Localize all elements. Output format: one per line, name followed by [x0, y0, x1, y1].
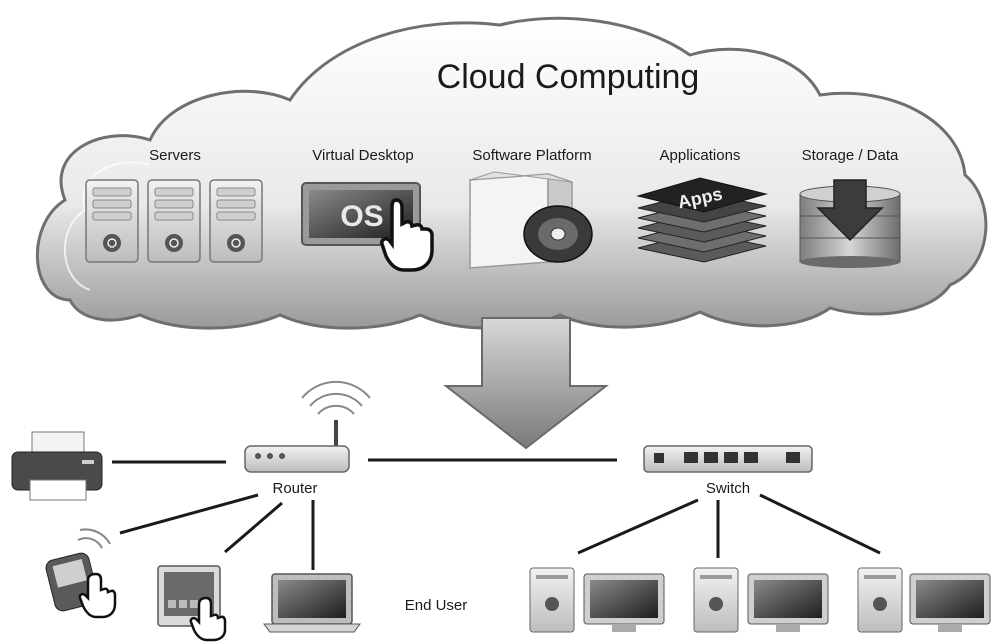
- service-label-applications: Applications: [660, 147, 741, 164]
- network-links: [112, 458, 881, 570]
- disc-icon: [523, 205, 593, 263]
- printer-icon: [11, 431, 103, 501]
- router-icon: [244, 381, 371, 473]
- diagram-title: Cloud Computing: [437, 58, 700, 96]
- service-label-software-platform: Software Platform: [472, 147, 591, 164]
- service-label-virtual-desktop: Virtual Desktop: [312, 147, 413, 164]
- desktop-computer-icon: [529, 567, 665, 633]
- desktop-computer-icon: [693, 567, 829, 633]
- router-label: Router: [272, 480, 317, 497]
- smartphone-icon: [45, 528, 117, 619]
- os-badge: OS: [340, 200, 383, 233]
- laptop-icon: [263, 573, 361, 633]
- download-arrow-icon: [816, 179, 884, 242]
- apps-stack-icon: Apps: [636, 177, 768, 263]
- end-user-label: End User: [405, 597, 468, 614]
- switch-icon: [643, 445, 813, 473]
- server-rack-icon: [85, 179, 263, 263]
- tablet-icon: [157, 565, 227, 642]
- switch-label: Switch: [706, 480, 750, 497]
- desktop-computer-icon: [857, 567, 991, 633]
- service-label-servers: Servers: [149, 147, 201, 164]
- service-label-storage-data: Storage / Data: [802, 147, 899, 164]
- pointing-hand-icon: [380, 198, 434, 272]
- downward-arrow: [443, 317, 609, 450]
